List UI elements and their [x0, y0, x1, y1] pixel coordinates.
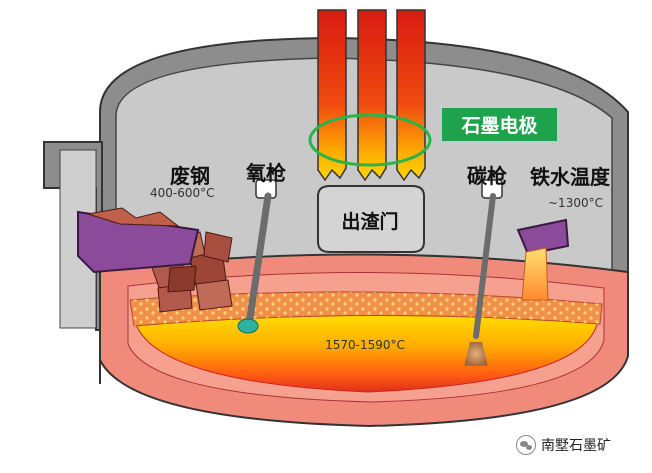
scrap-in-bucket — [87, 207, 180, 227]
electrode-3 — [396, 9, 426, 182]
slag-door-label: 出渣门 — [341, 211, 399, 233]
electrode-1 — [317, 9, 347, 182]
bath-temp-label: 1570-1590°C — [325, 338, 405, 352]
watermark-text: 南墅石墨矿 — [541, 438, 611, 454]
electrode-highlight-ring — [308, 113, 432, 167]
oxygen-lance-label: 氧枪 — [246, 161, 286, 185]
scrap-temp-label: 400-600°C — [150, 186, 215, 200]
molten-iron-temp-label: 铁水温度 — [530, 165, 610, 189]
carbon-lance-pipe — [473, 193, 496, 339]
watermark: 南墅石墨矿 — [516, 434, 611, 456]
wechat-icon — [516, 435, 536, 455]
scrap-steel-label: 废钢 — [170, 164, 210, 188]
carbon-lance-assembly — [464, 179, 503, 366]
scrap-bucket — [77, 210, 200, 274]
molten-iron-temp-value: ~1300°C — [548, 196, 603, 210]
graphite-electrodes — [317, 9, 426, 182]
carbon-spray — [464, 342, 488, 366]
oxygen-jet — [237, 318, 259, 334]
slag-door — [317, 185, 425, 253]
iron-launder — [516, 218, 570, 301]
graphite-electrode-label: 石墨电极 — [442, 108, 557, 141]
oxygen-lance-assembly — [237, 179, 277, 334]
carbon-lance-label: 碳枪 — [467, 164, 507, 188]
electrode-2 — [357, 9, 387, 182]
scrap-pile — [149, 231, 233, 313]
molten-iron-stream — [521, 247, 549, 301]
oxygen-lance-pipe — [246, 192, 272, 322]
